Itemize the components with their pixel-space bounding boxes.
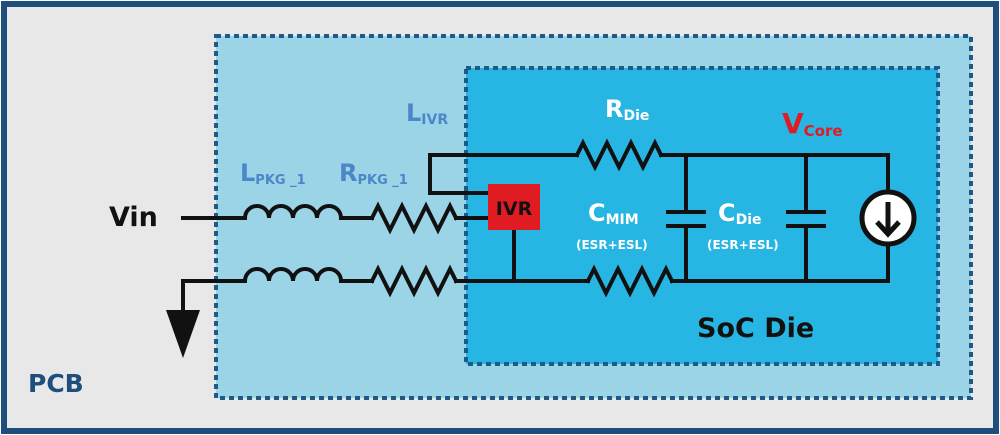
l-pkg-bottom-inductor bbox=[242, 267, 344, 284]
right-return bbox=[670, 244, 890, 283]
l-ivr-loop bbox=[428, 153, 579, 195]
soc-die-region bbox=[464, 66, 940, 366]
r-pkg-label: RPKG _1 bbox=[339, 159, 408, 188]
v-core-label: VCore bbox=[782, 107, 843, 140]
r-pkg-bottom-resistor bbox=[369, 264, 459, 298]
c-mim-label: CMIM bbox=[588, 199, 639, 228]
l-ivr-label: LIVR bbox=[406, 99, 448, 128]
soc-die-label: SoC Die bbox=[697, 313, 814, 344]
ivr-label: IVR bbox=[496, 198, 533, 220]
c-mim-note: (ESR+ESL) bbox=[576, 238, 648, 252]
pcb-label: PCB bbox=[28, 369, 84, 398]
current-source-down-arrow-icon bbox=[859, 189, 917, 247]
c-die-capacitor bbox=[786, 153, 826, 283]
l-pkg-top-inductor bbox=[242, 204, 344, 221]
r-pkg-top-resistor bbox=[369, 201, 459, 235]
ground-wire bbox=[181, 279, 247, 312]
ivr-block bbox=[488, 184, 540, 230]
vin-label: Vin bbox=[109, 202, 158, 233]
r-die-label: RDie bbox=[605, 95, 649, 124]
c-die-label: CDie bbox=[718, 199, 762, 228]
c-die-note: (ESR+ESL) bbox=[707, 238, 779, 252]
bottom-resistor bbox=[585, 264, 675, 298]
r-die-resistor bbox=[574, 138, 664, 172]
c-mim-capacitor bbox=[666, 153, 706, 283]
top-rail bbox=[659, 153, 890, 192]
wires bbox=[181, 138, 890, 312]
l-pkg-label: LPKG _1 bbox=[240, 159, 306, 188]
ground-arrow-icon bbox=[166, 310, 200, 358]
